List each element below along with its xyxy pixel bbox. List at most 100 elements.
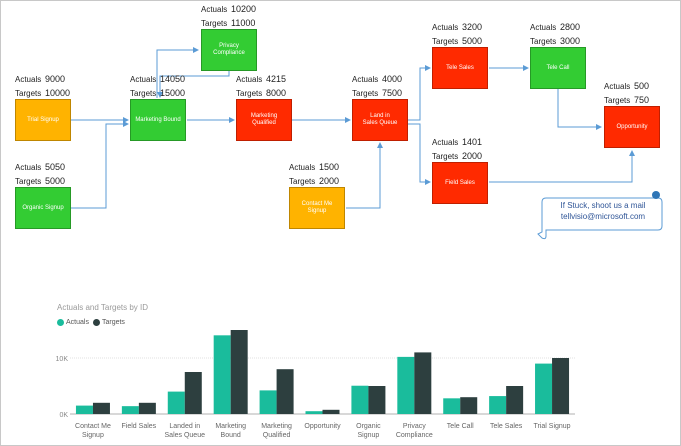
targets-label: Targets	[289, 177, 316, 186]
actuals-value-mktqual: 4215	[266, 74, 287, 84]
chart-title: Actuals and Targets by ID	[57, 303, 149, 312]
targets-label: Targets	[604, 96, 631, 105]
actuals-label: Actuals	[432, 23, 459, 32]
x-tick-label: Marketing	[261, 423, 292, 430]
node-mktbound[interactable]: Marketing Bound	[130, 99, 186, 141]
bar-actuals-6	[351, 385, 369, 414]
bar-actuals-10	[535, 363, 553, 414]
x-tick-label: Field Sales	[122, 423, 157, 430]
x-tick-label: Landed in	[169, 423, 200, 430]
actuals-value-telecall: 2800	[560, 22, 581, 32]
bar-actuals-7	[397, 356, 415, 414]
node-landq[interactable]: Land in Sales Queue	[352, 99, 408, 141]
actuals-value-trial: 9000	[45, 74, 66, 84]
targets-value-privacy: 11000	[231, 18, 256, 28]
arrow-landq-to-field	[408, 123, 431, 185]
actuals-label: Actuals	[15, 75, 42, 84]
actuals-value-opp: 500	[634, 81, 650, 91]
x-tick-label: Contact Me	[75, 423, 111, 430]
bar-actuals-8	[443, 398, 461, 414]
x-tick-label: Signup	[82, 432, 104, 439]
bar-actuals-0	[75, 405, 93, 414]
node-telesales[interactable]: Tele Sales	[432, 47, 488, 89]
actuals-value-organic: 5050	[45, 162, 66, 172]
actuals-label: Actuals	[352, 75, 379, 84]
node-privacy[interactable]: Privacy Compliance	[201, 29, 257, 71]
x-tick-label: Sales Queue	[165, 432, 206, 439]
targets-value-telecall: 3000	[560, 36, 581, 46]
targets-value-contact: 2000	[319, 176, 340, 186]
actuals-label: Actuals	[201, 5, 228, 14]
targets-label: Targets	[15, 89, 42, 98]
x-tick-label: Opportunity	[304, 423, 341, 430]
bar-targets-7	[414, 352, 432, 414]
targets-label: Targets	[201, 19, 228, 28]
bar-targets-2	[184, 372, 202, 414]
actuals-label: Actuals	[530, 23, 557, 32]
x-tick-label: Signup	[358, 432, 380, 439]
targets-label: Targets	[130, 89, 157, 98]
legend-swatch-targets	[92, 319, 100, 326]
bar-actuals-1	[121, 406, 139, 414]
y-tick-label: 10K	[56, 356, 69, 363]
actuals-value-contact: 1500	[319, 162, 340, 172]
x-tick-label: Tele Sales	[490, 423, 523, 430]
arrow-privacy-to-mktbound	[157, 71, 230, 98]
node-opp[interactable]: Opportunity	[604, 106, 660, 148]
node-field[interactable]: Field Sales	[432, 162, 488, 204]
bar-targets-5	[322, 409, 340, 414]
actuals-label: Actuals	[236, 75, 263, 84]
bar-actuals-3	[213, 335, 231, 414]
targets-value-opp: 750	[634, 95, 650, 105]
actuals-value-telesales: 3200	[462, 22, 483, 32]
node-trial[interactable]: Trial Signup	[15, 99, 71, 141]
targets-label: Targets	[432, 152, 459, 161]
arrow-field-to-opp	[489, 150, 635, 183]
bar-targets-4	[276, 369, 294, 414]
chart-legend: Actuals Targets	[57, 319, 129, 326]
x-tick-label: Marketing	[215, 423, 246, 430]
actuals-label: Actuals	[289, 163, 316, 172]
scroll-callout	[537, 191, 663, 240]
actuals-value-privacy: 10200	[231, 4, 257, 14]
node-contact[interactable]: Contact Me Signup	[289, 187, 345, 229]
help-note-email[interactable]: tellvisio@microsoft.com	[560, 212, 646, 221]
x-tick-label: Privacy	[403, 423, 426, 430]
bar-targets-8	[460, 397, 478, 414]
targets-label: Targets	[236, 89, 263, 98]
actuals-value-landq: 4000	[382, 74, 403, 84]
actuals-targets-chart: 0K 10K Contact Me Signup Field Sales Landed i…	[56, 330, 575, 439]
x-tick-label: Qualified	[263, 432, 291, 439]
arrow-telecall-to-opp	[557, 89, 602, 130]
actuals-value-field: 1401	[462, 137, 483, 147]
node-organic[interactable]: Organic Signup	[15, 187, 71, 229]
legend-item-targets[interactable]: Targets	[92, 319, 125, 326]
help-note-line1: If Stuck, shoot us a mail	[560, 201, 646, 210]
targets-value-trial: 10000	[45, 88, 71, 98]
legend-label-actuals: Actuals	[66, 319, 89, 326]
bar-actuals-2	[167, 391, 185, 414]
node-mktqual[interactable]: Marketing Qualified	[236, 99, 292, 141]
actuals-label: Actuals	[15, 163, 42, 172]
bar-targets-3	[230, 330, 248, 414]
legend-item-actuals[interactable]: Actuals	[57, 319, 89, 326]
arrow-organic-to-mktbound	[71, 121, 129, 209]
targets-label: Targets	[15, 177, 42, 186]
targets-label: Targets	[352, 89, 379, 98]
arrow-contact-to-landq	[346, 142, 383, 209]
bar-actuals-4	[259, 390, 277, 414]
bar-actuals-5	[305, 411, 323, 414]
legend-label-targets: Targets	[101, 319, 125, 326]
targets-value-organic: 5000	[45, 176, 66, 186]
targets-value-telesales: 5000	[462, 36, 483, 46]
x-tick-label: Trial Signup	[533, 423, 570, 430]
actuals-label: Actuals	[130, 75, 157, 84]
targets-value-mktqual: 8000	[266, 88, 287, 98]
node-telecall[interactable]: Tele Call	[530, 47, 586, 89]
targets-value-field: 2000	[462, 151, 483, 161]
legend-swatch-actuals	[57, 319, 64, 326]
y-tick-label: 0K	[59, 412, 68, 419]
bar-targets-0	[92, 402, 110, 414]
x-tick-label: Compliance	[396, 432, 433, 439]
bar-actuals-9	[489, 396, 507, 414]
